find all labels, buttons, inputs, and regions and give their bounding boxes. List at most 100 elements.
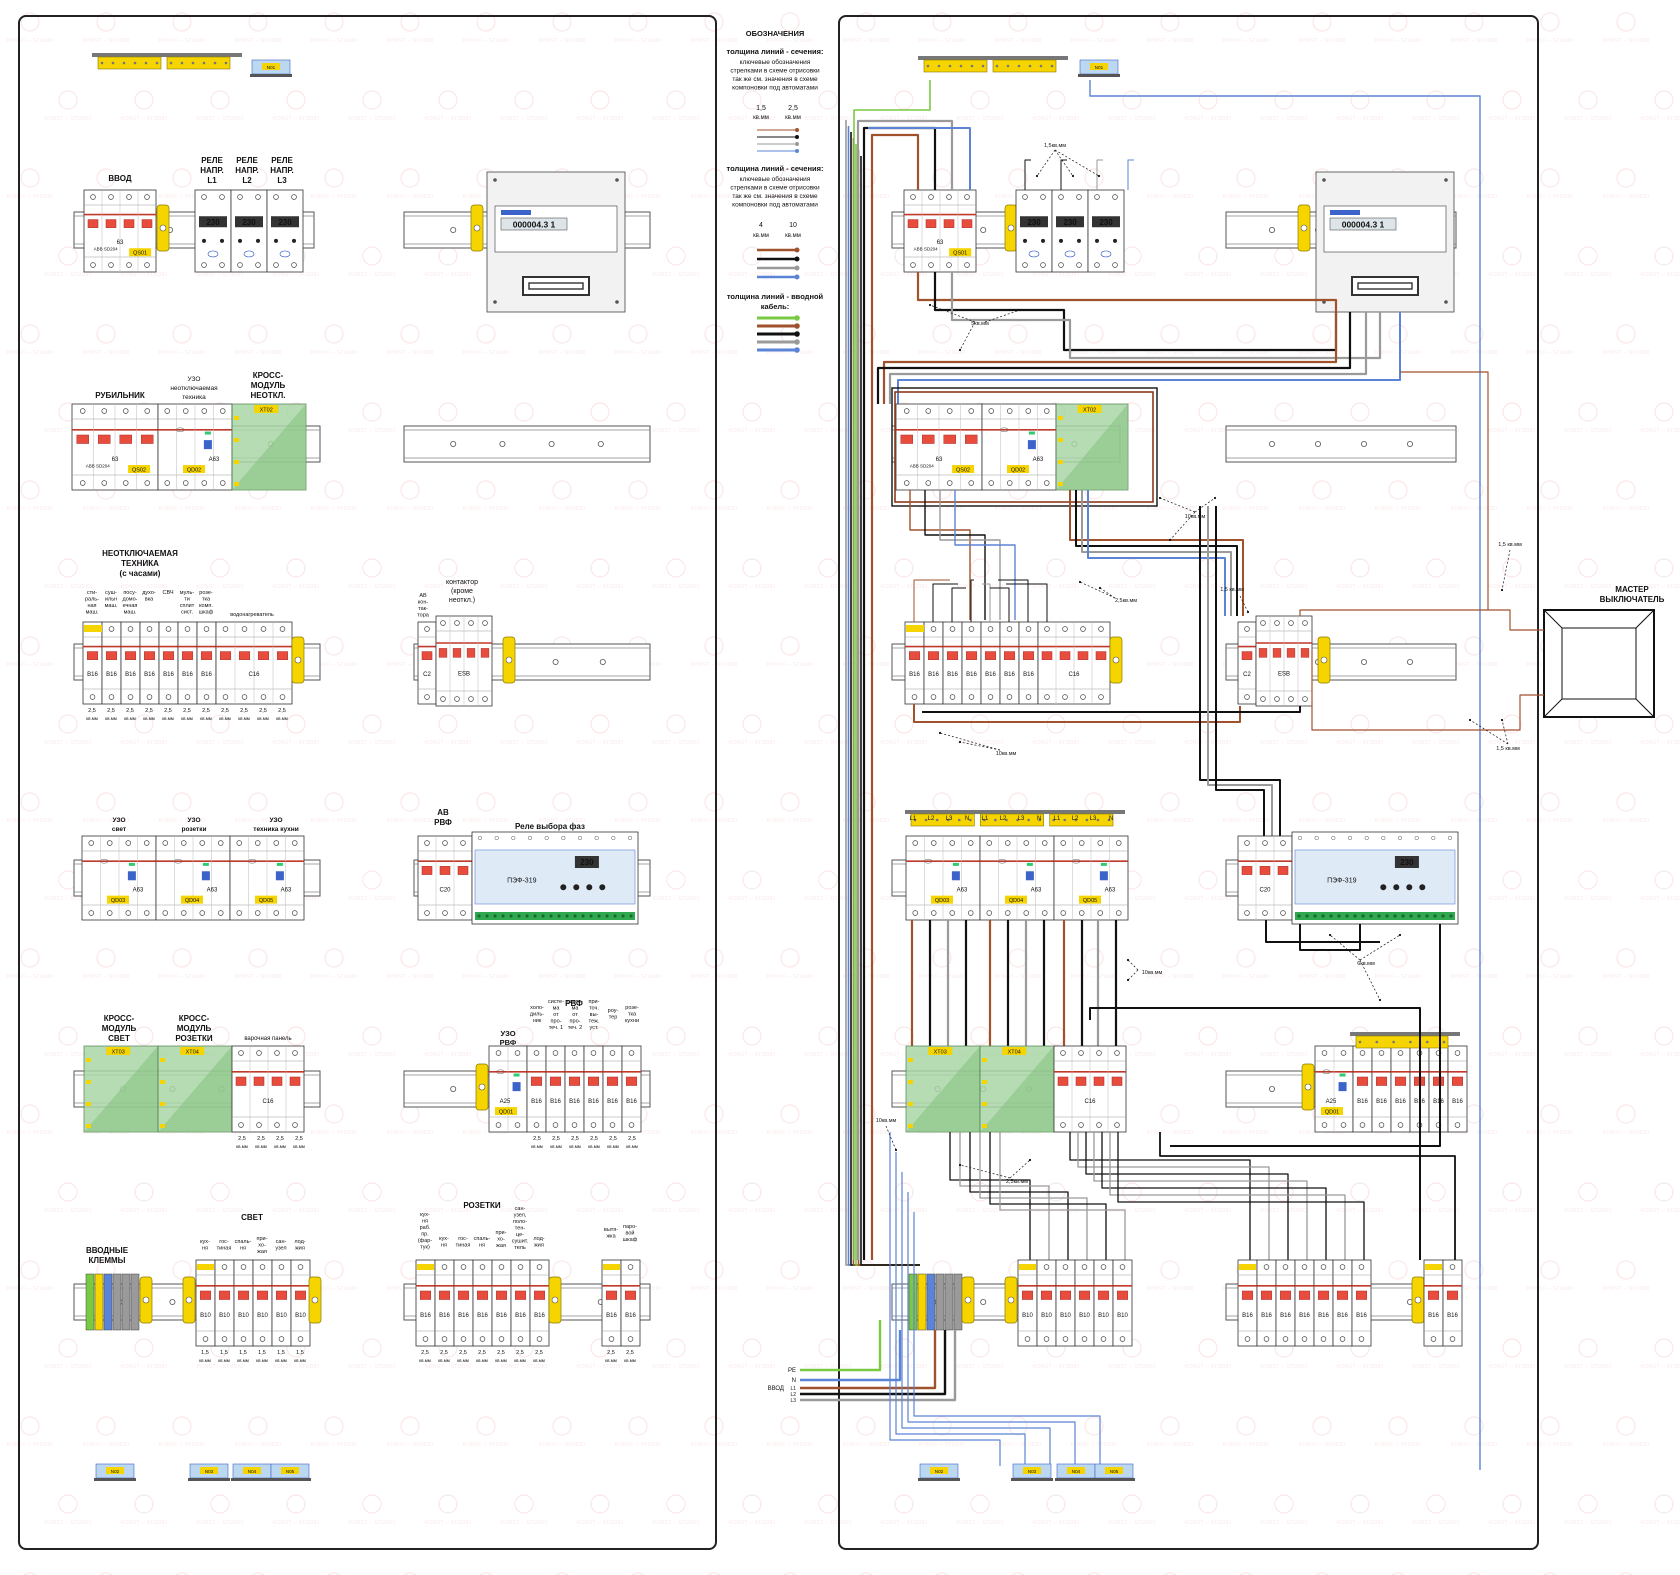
wire-section-unit: кв.мм [238, 716, 250, 721]
breaker-body [82, 621, 103, 705]
terminal-screw [454, 620, 460, 626]
status-led [276, 862, 283, 866]
terminal-screw [1024, 1336, 1031, 1342]
terminal-screw [1417, 914, 1421, 918]
meter-reading: 000004.3 1 [1342, 220, 1385, 230]
circuit-label: кухни [625, 1018, 639, 1024]
busbar-screw [202, 61, 206, 65]
terminal-screw [928, 262, 934, 268]
circuit-label: паро- [623, 1224, 637, 1230]
socket-wire [1159, 1132, 1456, 1260]
section-title: Реле выбора фаз [515, 822, 585, 831]
terminal-screw [1313, 914, 1317, 918]
terminal-screw [949, 910, 955, 916]
breaker-rating: B16 [626, 1099, 637, 1105]
tag-plate [106, 1047, 131, 1055]
end-clamp [156, 204, 170, 252]
master-switch-edge [1635, 698, 1655, 718]
breaker-handle [495, 1290, 508, 1300]
breaker-rating: A63 [1105, 887, 1116, 893]
tag-plate [417, 1264, 434, 1270]
busbar-screw [1050, 64, 1054, 68]
circuit-label: посу- [123, 590, 137, 596]
terminal-screw [238, 1050, 244, 1056]
terminal-screw [501, 914, 505, 918]
circuit-breaker: B16 [923, 621, 944, 705]
bus-label: L2 [928, 816, 935, 822]
terminal-screw [440, 620, 446, 626]
wire-section: 2,5 [516, 1350, 524, 1356]
terminal-screw [279, 694, 286, 700]
bus-mark [160, 1124, 165, 1128]
breaker-handle [238, 651, 251, 660]
relay-logo [1064, 250, 1076, 258]
tag-plate [106, 1467, 124, 1474]
breaker-handle [1451, 1076, 1464, 1086]
breaker-rating: B16 [588, 1099, 599, 1105]
terminal-screw [571, 1122, 578, 1128]
neutral-bus-n03: N03 [1011, 1463, 1053, 1481]
terminal-screw [1025, 626, 1032, 632]
terminal-screw [988, 480, 994, 486]
terminal-screw [199, 840, 206, 846]
busbar-screw [1052, 818, 1055, 822]
terminal-screw [925, 480, 931, 486]
neutral-bus-rail [94, 1478, 136, 1481]
terminal-screw [255, 262, 261, 268]
terminal-screw [1280, 840, 1286, 846]
terminal-screw [181, 840, 187, 846]
terminal-screw [911, 694, 918, 700]
circuit-breaker: B16 [415, 1259, 436, 1347]
neutral-bus-rail [1093, 1478, 1135, 1481]
end-clamp [1317, 636, 1331, 684]
breaker-handle [294, 1290, 307, 1300]
breaker-handle [480, 648, 490, 658]
neutral-wire [868, 127, 971, 190]
arrow-head [958, 348, 962, 352]
wire-section-unit: кв.мм [531, 1144, 543, 1149]
terminal-screw [144, 408, 151, 414]
terminal-screw [162, 910, 169, 916]
wire-section: 2,5 [607, 1350, 615, 1356]
cross-module-tag: XT04 [186, 1050, 199, 1056]
wire-section-unit: кв.мм [274, 1144, 286, 1149]
relay-display-value: 230 [1063, 218, 1077, 227]
arrow-head [1126, 978, 1130, 982]
terminal-screw [468, 620, 474, 626]
breaker-handle [1097, 1290, 1110, 1300]
breaker-handle [1259, 866, 1271, 875]
circuit-label: хо- [497, 1237, 505, 1243]
breaker-rating: B16 [909, 672, 920, 678]
din-rail-body [1225, 425, 1457, 463]
terminal-screw [468, 696, 474, 702]
terminal-screw [256, 1122, 262, 1128]
relay-knob [1059, 238, 1063, 243]
legend-dot [795, 142, 799, 146]
breaker-handle [530, 1076, 543, 1086]
neutral-bus-n04: N04 [1055, 1463, 1097, 1481]
breaker-body [1256, 1259, 1277, 1347]
uzo-mark [99, 858, 109, 864]
terminal-screw [1062, 1264, 1069, 1270]
terminal-screw [165, 694, 172, 700]
busbar-screw [1358, 1040, 1362, 1044]
terminal-screw [493, 914, 497, 918]
meter-screw [1322, 178, 1326, 182]
breaker-tag: QD02 [187, 467, 201, 473]
terminal-screw [611, 835, 616, 841]
meter-screw [1444, 178, 1448, 182]
breaker-handle [587, 1076, 600, 1086]
terminal-screw [273, 262, 279, 268]
wire-section: 2,5 [107, 708, 115, 714]
circuit-breaker: B16 [1423, 1259, 1444, 1347]
breaker-rating: B16 [1447, 1313, 1458, 1319]
meter-logo [1330, 210, 1360, 215]
terminal-screw [1447, 835, 1453, 841]
section-title: так- [418, 606, 428, 612]
busbar-screw [122, 61, 126, 65]
tag-plate [930, 1467, 948, 1474]
terminal-screw [278, 1336, 285, 1342]
breaker-handle [925, 219, 937, 228]
uzo-mark [173, 858, 183, 864]
